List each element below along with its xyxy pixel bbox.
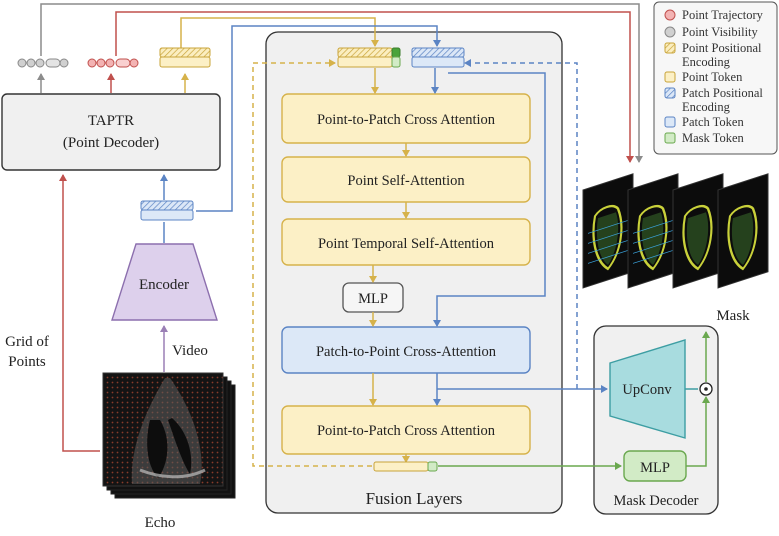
fusion-patch-tokens-top xyxy=(411,47,465,68)
legend-label: Encoding xyxy=(682,55,731,69)
echo-video-stack xyxy=(102,372,236,499)
legend-point-token-icon xyxy=(664,71,676,83)
fusion-block-2-label: Point Self-Attention xyxy=(347,173,465,189)
legend-label: Patch Positional xyxy=(682,86,763,100)
legend-patch-pos-icon xyxy=(664,87,676,99)
fusion-point-tokens-top xyxy=(337,47,401,68)
point-tokens-left xyxy=(159,47,211,68)
mask-decoder-title: Mask Decoder xyxy=(614,493,699,509)
legend-label: Point Trajectory xyxy=(682,8,764,22)
fusion-block-point-temporal-self-attention xyxy=(281,218,531,266)
point-visibility-tokens xyxy=(17,58,69,68)
patch-tokens-left xyxy=(140,200,194,221)
legend-label: Point Positional xyxy=(682,41,762,55)
taptr-title: TAPTR xyxy=(88,113,134,129)
legend-label: Patch Token xyxy=(682,115,744,129)
fusion-block-1-label: Point-to-Patch Cross Attention xyxy=(317,112,496,128)
echo-label: Echo xyxy=(145,515,176,531)
upconv-label: UpConv xyxy=(622,382,672,398)
fusion-title: Fusion Layers xyxy=(366,489,463,508)
legend-point-pos-icon xyxy=(664,42,676,54)
grid-label-line2: Points xyxy=(8,354,46,370)
upconv-block xyxy=(609,339,686,439)
taptr-decoder-box xyxy=(1,93,221,171)
legend-visibility-icon xyxy=(664,26,676,38)
fusion-mlp-label: MLP xyxy=(358,291,388,307)
encoder-label: Encoder xyxy=(139,277,189,293)
grid-label-line1: Grid of xyxy=(5,334,49,350)
legend-label: Point Visibility xyxy=(682,25,759,39)
taptr-subtitle: (Point Decoder) xyxy=(63,135,159,151)
legend-label: Encoding xyxy=(682,100,731,114)
fusion-panel xyxy=(265,31,563,514)
fusion-block-4-label: Patch-to-Point Cross-Attention xyxy=(316,344,497,360)
fusion-block-5-label: Point-to-Patch Cross Attention xyxy=(317,423,496,439)
legend-patch-token-icon xyxy=(664,116,676,128)
legend-trajectory-icon xyxy=(664,9,676,21)
mask-mlp-label: MLP xyxy=(640,460,670,476)
legend-mask-token-icon xyxy=(664,132,676,144)
mask-label: Mask xyxy=(716,308,750,324)
legend-label: Point Token xyxy=(682,70,743,84)
video-label: Video xyxy=(172,343,208,359)
encoder-block xyxy=(111,243,218,321)
legend-label: Mask Token xyxy=(682,131,744,145)
fusion-block-3-label: Point Temporal Self-Attention xyxy=(318,236,495,252)
point-trajectory-tokens xyxy=(87,58,139,68)
fusion-block-patch-to-point xyxy=(281,326,531,374)
legend-box xyxy=(653,1,778,155)
mask-output-stack xyxy=(582,173,769,289)
fusion-output-tokens xyxy=(373,461,438,472)
